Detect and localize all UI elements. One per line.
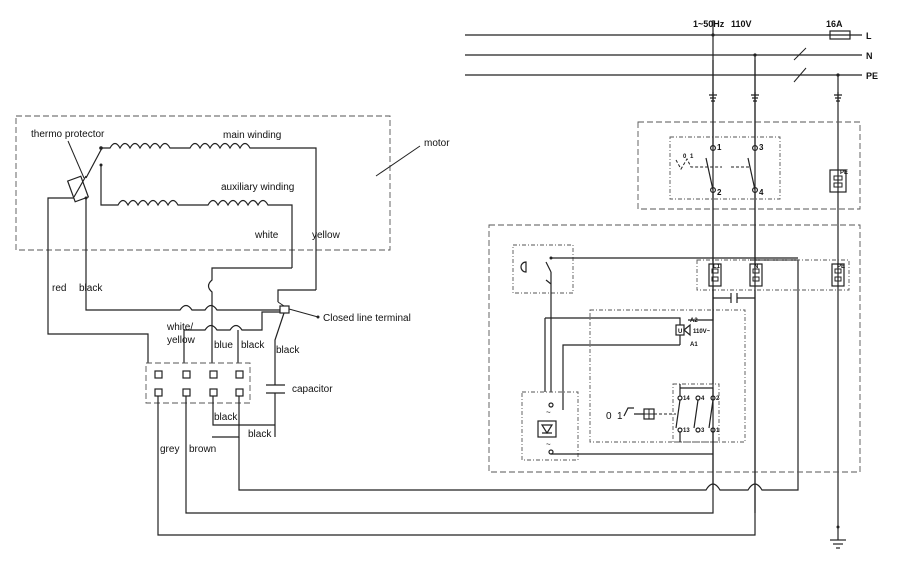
wire-label-black-2: black [276, 345, 300, 356]
fuse-label: 16A [826, 19, 843, 29]
wire-black-4 [212, 396, 275, 426]
control-box-boundary [488, 224, 861, 473]
wire-black-1 [85, 198, 280, 311]
wire-white-yellow [183, 311, 280, 363]
closed-line-terminal [277, 301, 320, 319]
switch-box: 1 3 2 4 0 1 PE [637, 121, 861, 210]
wire-label-blue: blue [214, 340, 233, 351]
wire-black-2 [274, 312, 285, 385]
svg-text:~: ~ [546, 408, 551, 417]
relay-A2: A2 [690, 318, 698, 324]
switch-inner-boundary [669, 136, 781, 200]
switch-label-1: 1 [690, 154, 694, 160]
wire-label-black-3: black [241, 340, 265, 351]
switch-box-boundary [637, 121, 861, 210]
terminal-PE: PE [837, 264, 845, 270]
supply-lines: 16A L N PE 1~50Hz 110V [465, 19, 878, 549]
wire-brown [185, 60, 714, 514]
wire-label-black-5: black [248, 429, 272, 440]
switch-terminal-4: 4 [759, 188, 764, 197]
motor-label: motor [424, 138, 450, 149]
wire-label-black-4: black [214, 412, 238, 423]
contact-14: 14 [683, 396, 690, 402]
main-feed-lines [712, 35, 756, 264]
wire-label-red: red [52, 283, 66, 294]
wire-yellow [277, 289, 316, 302]
relay-voltage: 110V~ [693, 329, 711, 335]
supply-frequency: 1~50Hz [693, 19, 725, 29]
contact-1: 1 [716, 428, 720, 434]
line-PE-label: PE [866, 71, 878, 81]
main-winding-label: main winding [223, 130, 281, 141]
relay-coil-label: U [678, 329, 682, 335]
terminal-L1: L1 [713, 264, 721, 270]
motor-boundary [15, 115, 391, 251]
contact-3: 3 [701, 428, 705, 434]
control-box: L1 N PE U A2 110V~ A1 ~ ~ 0 1 [488, 224, 861, 513]
contact-4: 4 [701, 396, 705, 402]
capacitor-symbol [266, 384, 285, 437]
auxiliary-winding-label: auxiliary winding [221, 182, 294, 193]
contact-13: 13 [683, 428, 690, 434]
wire-label-white-yellow-2: yellow [167, 335, 196, 346]
line-N-label: N [866, 51, 873, 61]
supply-voltage: 110V [731, 19, 752, 29]
wire-white [207, 267, 292, 363]
auxiliary-winding-coil [100, 165, 293, 268]
thermo-protector-label: thermo protector [31, 129, 105, 140]
thermo-protector-leader [67, 140, 85, 179]
switch-label-0: 0 [683, 154, 687, 160]
main-winding-coil [101, 142, 317, 290]
motor-group: motor thermo protector main winding auxi… [15, 115, 450, 290]
switch-terminal-2: 2 [717, 188, 722, 197]
capacitor-label: capacitor [292, 384, 333, 395]
closed-line-terminal-label: Closed line terminal [323, 313, 411, 324]
plug-connectors [709, 92, 842, 102]
fuse-16a [829, 30, 851, 40]
contact-2: 2 [716, 396, 720, 402]
wire-label-black-1: black [79, 283, 103, 294]
relay-A1: A1 [690, 342, 698, 348]
wire-label-brown: brown [189, 444, 216, 455]
motor-leader [375, 145, 421, 177]
wire-label-yellow: yellow [312, 230, 341, 241]
wire-red [47, 197, 149, 363]
line-L-label: L [866, 31, 872, 41]
wire-return-black [238, 259, 799, 491]
selector-1: 1 [617, 411, 623, 422]
motor-wiring: red black Closed line terminal black whi… [47, 60, 799, 536]
wire-label-grey: grey [160, 444, 179, 455]
switch-terminal-3: 3 [759, 143, 764, 152]
motor-terminal-block [145, 362, 251, 404]
selector-0: 0 [606, 411, 612, 422]
svg-text:~: ~ [546, 440, 551, 449]
switch-pe-label: PE [840, 170, 848, 176]
terminal-N: N [754, 264, 758, 270]
wire-label-white: white [254, 230, 279, 241]
thermo-protector-symbol [66, 146, 103, 203]
wire-label-white-yellow-1: white/ [166, 322, 193, 333]
switch-terminal-1: 1 [717, 143, 722, 152]
ground-icon [830, 525, 846, 549]
